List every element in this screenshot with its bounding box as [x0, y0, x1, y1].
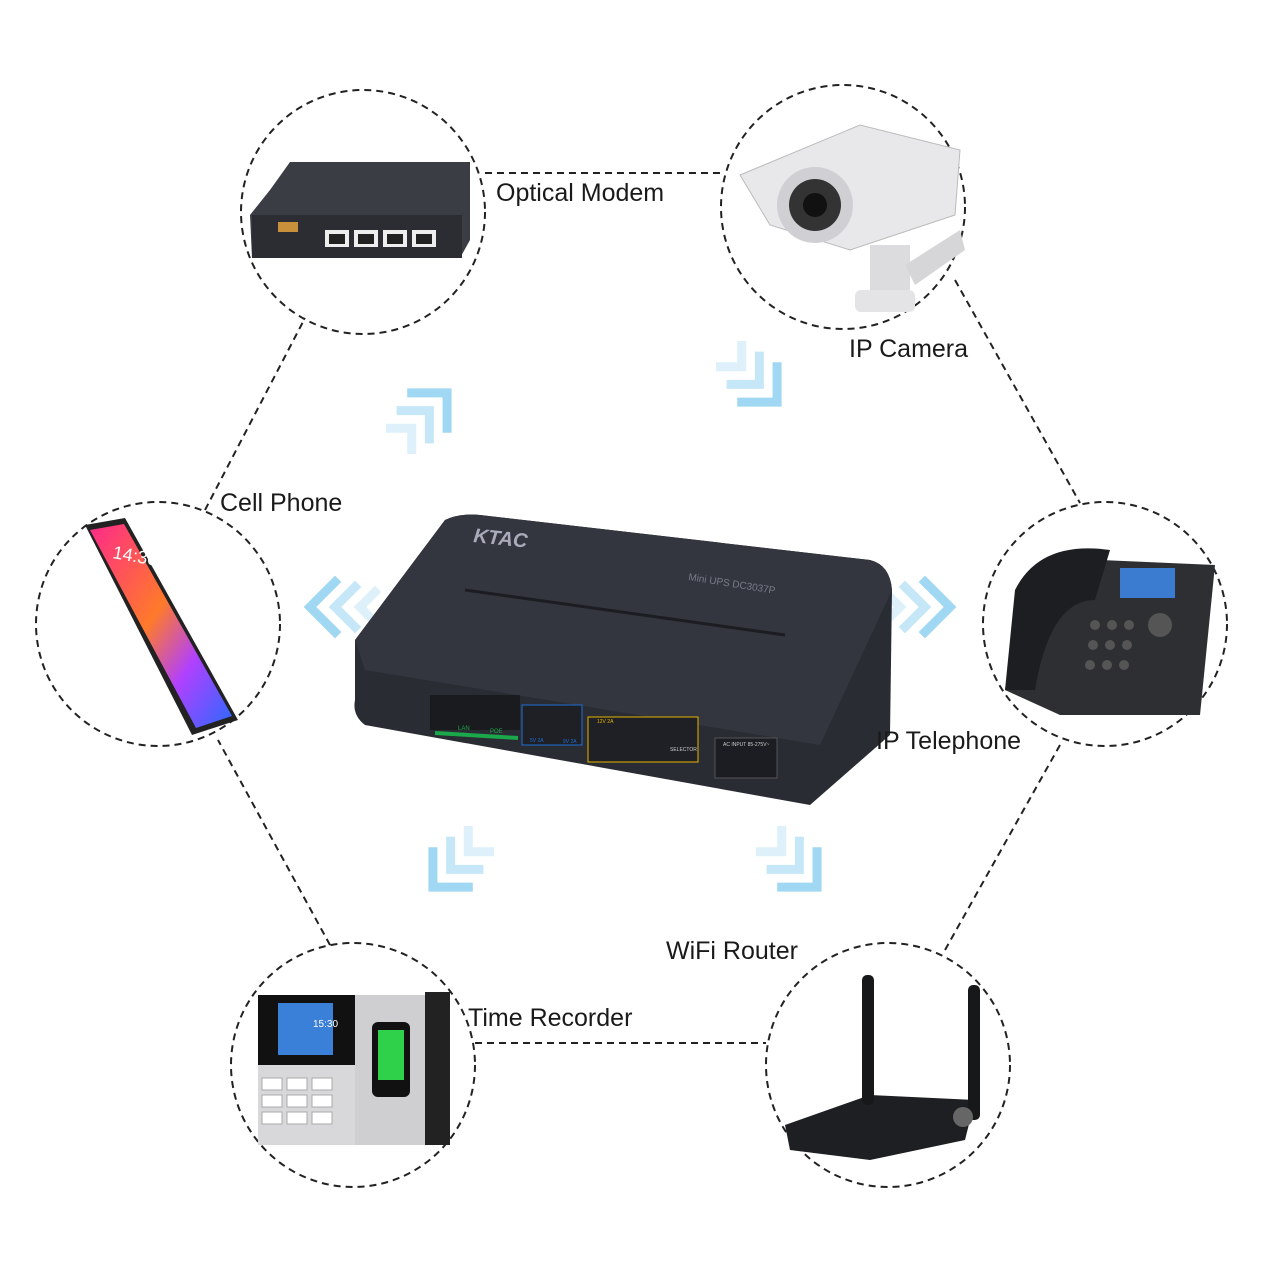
arrow-to-phone [303, 575, 382, 639]
label-ip-camera: IP Camera [849, 335, 969, 363]
ip-telephone-image [1005, 548, 1215, 715]
optical-modem-image [250, 162, 470, 258]
time-recorder-image [258, 992, 450, 1145]
port-poe: POE [490, 729, 503, 735]
mini-ups-device [354, 514, 892, 805]
ac-input-label: AC INPUT 85-275V~ [723, 742, 770, 748]
port-12v-2a: 12V 2A [597, 719, 614, 725]
label-cell-phone: Cell Phone [220, 489, 343, 517]
cell-phone-image [85, 518, 238, 735]
line-recorder-phone [217, 739, 331, 946]
ip-camera-image [739, 124, 965, 312]
port-5v-2a: 5V 2A [530, 738, 544, 744]
arrow-to-camera [716, 341, 782, 407]
line-telephone-router [944, 744, 1061, 951]
label-wifi-router: WiFi Router [666, 937, 798, 965]
label-optical-modem: Optical Modem [496, 179, 665, 207]
port-lan: LAN [458, 726, 470, 732]
circle-optical-modem [240, 89, 486, 335]
arrow-to-modem [386, 388, 452, 454]
label-ip-telephone: IP Telephone [876, 727, 1022, 755]
circle-ip-telephone [982, 501, 1228, 747]
arrow-to-recorder [428, 826, 494, 892]
port-9v-2a: 9V 2A [563, 739, 577, 745]
line-phone-modem [204, 317, 306, 511]
label-time-recorder: Time Recorder [468, 1004, 633, 1032]
line-camera-telephone [954, 279, 1081, 504]
circle-ip-camera [720, 84, 966, 330]
recorder-clock: 15:30 [313, 1019, 338, 1030]
circle-cell-phone [35, 501, 281, 747]
arrow-to-router [756, 826, 822, 892]
selector-label: SELECTOR [670, 747, 697, 753]
wifi-router-image [785, 975, 980, 1160]
arrow-to-telephone [878, 575, 957, 639]
circle-wifi-router [765, 942, 1011, 1188]
circle-time-recorder [230, 942, 476, 1188]
